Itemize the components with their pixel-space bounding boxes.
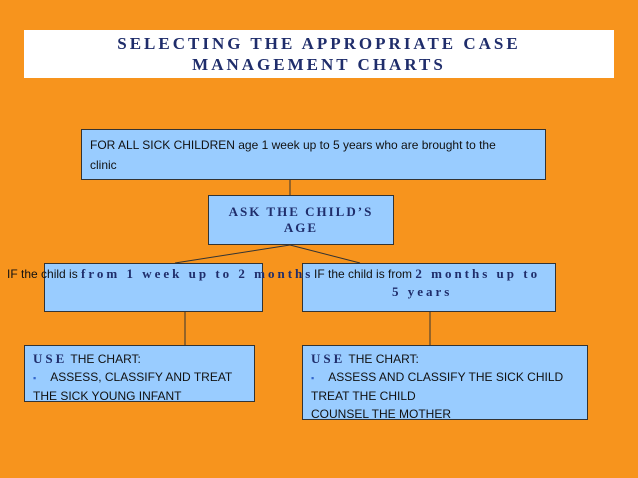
child-age-range-line-1: 2 months up to — [415, 266, 541, 281]
child-condition-prefix: IF the child is from — [314, 267, 416, 281]
young-infant-condition-text: IF the child is from 1 week up to 2 mont… — [7, 266, 313, 282]
young-infant-use-label: USE — [33, 351, 68, 366]
young-infant-condition-prefix: IF the child is — [7, 267, 82, 281]
ask-age-box: ASK THE CHILD’S AGE — [208, 195, 394, 245]
child-condition-box — [302, 263, 556, 312]
child-use-label: USE — [311, 351, 346, 366]
child-item-1: ▪ ASSESS AND CLASSIFY THE SICK CHILD — [311, 368, 579, 387]
bullet-icon: ▪ — [311, 373, 315, 383]
child-use-rest: THE CHART: — [345, 352, 419, 366]
child-age-range-line-2: 5 years — [392, 284, 453, 299]
intro-box: FOR ALL SICK CHILDREN age 1 week up to 5… — [81, 129, 546, 180]
intro-line-2: clinic — [90, 158, 117, 172]
bullet-icon: ▪ — [33, 373, 37, 383]
young-infant-chart-box: USE THE CHART: ▪ ASSESS, CLASSIFY AND TRE… — [24, 345, 255, 403]
young-infant-condition-box — [44, 263, 263, 312]
child-chart-box: USE THE CHART: ▪ ASSESS AND CLASSIFY THE … — [302, 345, 588, 421]
young-infant-age-range: from 1 week up to 2 months — [81, 266, 314, 281]
title-box: SELECTING THE APPROPRIATE CASE MANAGEMEN… — [24, 30, 614, 78]
child-condition-text: IF the child is from 2 months up to — [314, 266, 540, 282]
intro-line-1: FOR ALL SICK CHILDREN age 1 week up to 5… — [90, 138, 496, 152]
ask-line-1: ASK THE CHILD’S — [228, 204, 374, 219]
child-item-2: TREAT THE CHILD — [311, 389, 416, 403]
child-use-line: USE THE CHART: — [311, 350, 579, 368]
young-infant-item-1: ▪ ASSESS, CLASSIFY AND TREAT — [33, 368, 246, 387]
ask-line-2: AGE — [283, 220, 319, 235]
young-infant-item-2: THE SICK YOUNG INFANT — [33, 389, 182, 403]
young-infant-use-rest: THE CHART: — [67, 352, 141, 366]
young-infant-use-line: USE THE CHART: — [33, 350, 246, 368]
child-item-1-text: ASSESS AND CLASSIFY THE SICK CHILD — [328, 370, 564, 384]
title-line-2: MANAGEMENT CHARTS — [192, 55, 446, 74]
title-line-1: SELECTING THE APPROPRIATE CASE — [117, 34, 521, 53]
connector-ask-to-right — [289, 244, 361, 264]
child-item-3: COUNSEL THE MOTHER — [311, 407, 452, 421]
young-infant-item-1-text: ASSESS, CLASSIFY AND TREAT — [50, 370, 233, 384]
connector-ask-to-left — [174, 244, 291, 264]
